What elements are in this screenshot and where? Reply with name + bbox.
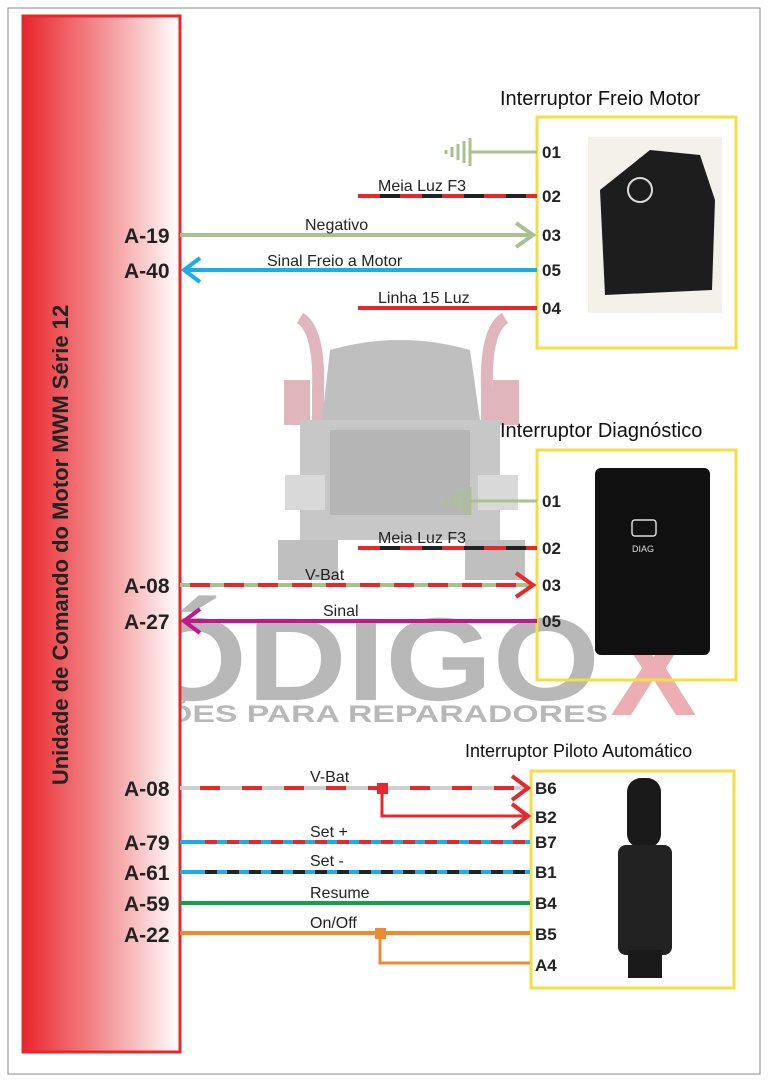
pin-label: B4 (535, 894, 557, 913)
pin-label: 03 (542, 576, 561, 595)
ecu-pin: A-19 (124, 225, 170, 248)
wire-label: V-Bat (310, 769, 350, 786)
pin-label: 02 (542, 539, 561, 558)
wire-label: Negativo (305, 217, 368, 234)
freio-motor-title: Interruptor Freio Motor (500, 88, 700, 110)
ecu-pin: A-22 (124, 924, 170, 947)
freio-motor-box (535, 115, 738, 350)
ecu-pin: A-61 (124, 862, 170, 885)
piloto-title: Interruptor Piloto Automático (465, 741, 692, 761)
wire-label: Meia Luz F3 (378, 530, 466, 547)
wire-label: Sinal (323, 603, 359, 620)
wire-label: Set + (310, 824, 348, 841)
pin-label: 01 (542, 143, 561, 162)
ecu-pin: A-79 (124, 832, 170, 855)
ecu-pin: A-59 (124, 893, 170, 916)
ecu-box (21, 14, 182, 1054)
splice (375, 928, 386, 939)
piloto-photo (618, 778, 672, 978)
pin-label: B5 (535, 925, 557, 944)
pin-label: B2 (535, 808, 557, 827)
pin-label: A4 (535, 956, 557, 975)
svg-text:DIAG: DIAG (632, 544, 654, 554)
ecu-pin: A-40 (124, 260, 170, 283)
ecu-pin: A-08 (124, 575, 170, 598)
wire-label: Meia Luz F3 (378, 178, 466, 195)
wire-label: Linha 15 Luz (378, 290, 470, 307)
pin-label: B1 (535, 863, 557, 882)
ecu-pin: A-08 (124, 778, 170, 801)
freio-motor-photo (588, 137, 722, 313)
wire-label: Sinal Freio a Motor (267, 253, 403, 270)
piloto-box (529, 769, 736, 990)
diagnostico-box (535, 448, 738, 682)
pin-label: 02 (542, 187, 561, 206)
pin-label: B6 (535, 779, 557, 798)
splice (377, 783, 388, 794)
pin-label: 03 (542, 226, 561, 245)
truck-watermark (278, 312, 525, 580)
wire-label: Resume (310, 885, 370, 902)
ecu-label: Unidade de Comando do Motor MWM Série 12 (48, 305, 73, 785)
pin-label: 04 (542, 299, 561, 318)
wire-label: On/Off (310, 915, 357, 932)
diagnostico-photo: DIAG (595, 468, 710, 655)
wire-label: V-Bat (305, 567, 345, 584)
ecu-pin: A-27 (124, 611, 170, 634)
pin-label: 01 (542, 492, 561, 511)
pin-label: 05 (542, 612, 561, 631)
wire-label: Set - (310, 853, 344, 870)
pin-label: B7 (535, 833, 557, 852)
ground-icon (444, 138, 537, 166)
ground-icon (444, 487, 537, 515)
pin-label: 05 (542, 261, 561, 280)
diagnostico-title: Interruptor Diagnóstico (500, 420, 702, 442)
